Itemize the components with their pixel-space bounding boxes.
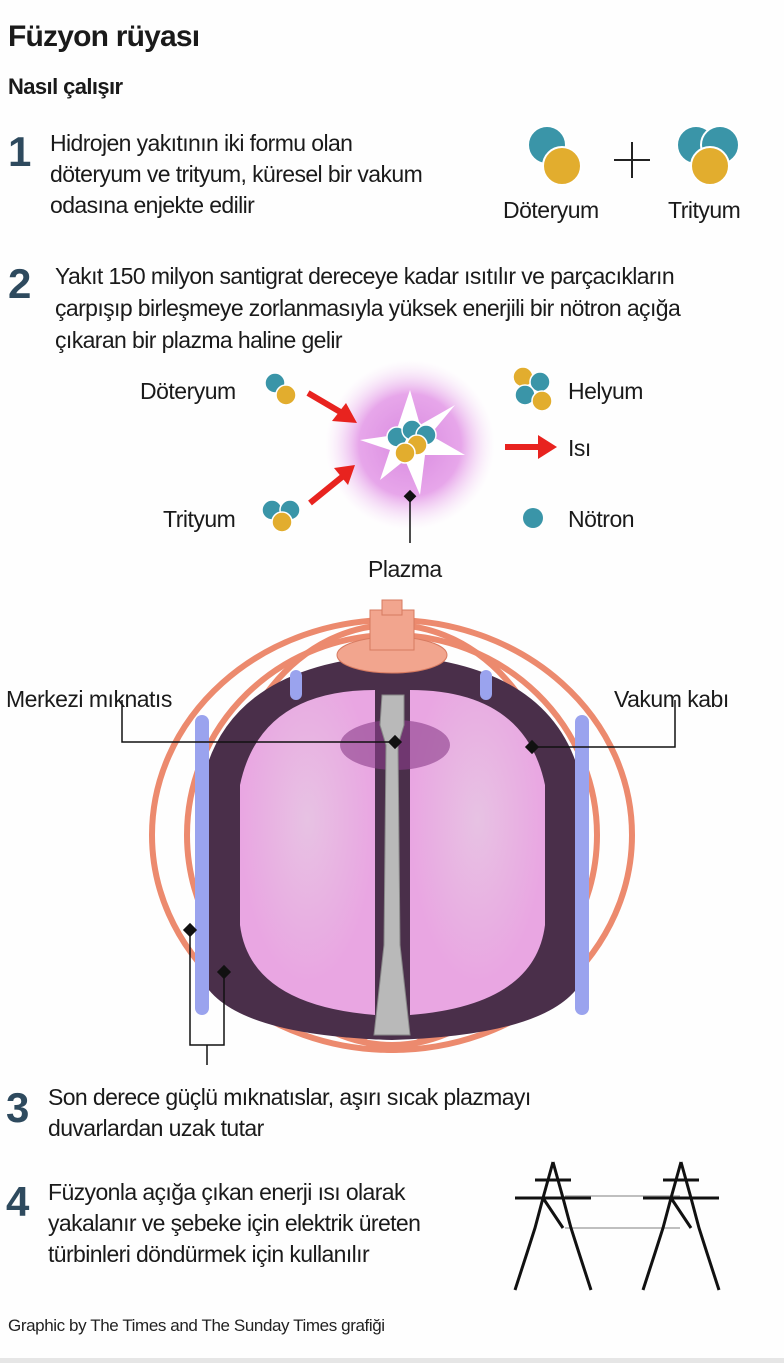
step-text-line: çarpışıp birleşmeye zorlanmasıyla yüksek… bbox=[55, 295, 681, 321]
step-1-text: Hidrojen yakıtının iki formu olan dötery… bbox=[50, 128, 423, 221]
plasma-pointer-marker bbox=[403, 489, 417, 503]
step-3-text: Son derece güçlü mıknatıslar, aşırı sıca… bbox=[48, 1082, 531, 1144]
step-text-line: Füzyonla açığa çıkan enerji ısı olarak bbox=[48, 1179, 406, 1205]
fusing-particles-icon bbox=[386, 419, 437, 464]
step-text-line: Yakıt 150 milyon santigrat dereceye kada… bbox=[55, 263, 675, 289]
plasma-label: Plazma bbox=[368, 556, 442, 582]
step-1-number: 1 bbox=[8, 128, 32, 175]
helium-label: Helyum bbox=[568, 378, 643, 404]
tritium-particle-icon bbox=[261, 499, 301, 533]
step-2-text: Yakıt 150 milyon santigrat dereceye kada… bbox=[55, 260, 681, 356]
step-3-number: 3 bbox=[6, 1084, 30, 1131]
plasma-left-half bbox=[240, 690, 375, 1015]
fusion-reaction-diagram bbox=[261, 360, 557, 543]
step-text-line: çıkaran bir plazma haline gelir bbox=[55, 327, 343, 353]
step-text-line: döteryum ve trityum, küresel bir vakum bbox=[50, 161, 423, 187]
fuel-atoms-illustration bbox=[527, 125, 740, 186]
pylon-icon bbox=[513, 1161, 593, 1291]
central-magnet bbox=[373, 694, 411, 1036]
footer-credit: Graphic by The Times and The Sunday Time… bbox=[8, 1316, 385, 1335]
neutron-particle-icon bbox=[523, 508, 543, 528]
step-4-number: 4 bbox=[6, 1178, 30, 1225]
step-text-line: türbinleri döndürmek için kullanılır bbox=[48, 1241, 370, 1267]
plus-icon bbox=[614, 142, 650, 178]
deuterium-particle-icon bbox=[264, 372, 297, 406]
step-text-line: odasına enjekte edilir bbox=[50, 192, 255, 218]
deuterium-label: Döteryum bbox=[503, 197, 599, 223]
tritium-atom-icon bbox=[676, 125, 740, 186]
power-pylons-icon bbox=[513, 1160, 721, 1292]
top-coil-cap bbox=[336, 599, 448, 674]
step-4-text: Füzyonla açığa çıkan enerji ısı olarak y… bbox=[48, 1177, 421, 1270]
central-magnet-callout-line bbox=[121, 700, 395, 743]
page-title: Füzyon rüyası bbox=[8, 20, 200, 53]
central-magnet-label: Merkezi mıknatıs bbox=[6, 686, 172, 712]
neutron-label: Nötron bbox=[568, 506, 635, 532]
heat-label: Isı bbox=[568, 435, 591, 461]
page-subtitle: Nasıl çalışır bbox=[8, 74, 123, 99]
step-text-line: Hidrojen yakıtının iki formu olan bbox=[50, 130, 353, 156]
deuterium-atom-icon bbox=[527, 125, 582, 186]
helium-particle-icon bbox=[512, 366, 553, 412]
tritium-arrow-icon bbox=[308, 474, 344, 506]
step-2-number: 2 bbox=[8, 260, 32, 307]
reaction-deuterium-label: Döteryum bbox=[140, 378, 236, 404]
side-coils bbox=[195, 670, 589, 1015]
bottom-divider bbox=[0, 1358, 784, 1363]
step-text-line: yakalanır ve şebeke için elektrik üreten bbox=[48, 1210, 421, 1236]
plasma-right-half bbox=[410, 690, 545, 1015]
tokamak-illustration bbox=[121, 599, 676, 1065]
tritium-label: Trityum bbox=[668, 197, 741, 223]
vacuum-vessel-callout-line bbox=[532, 700, 676, 748]
deuterium-arrow-icon bbox=[306, 390, 344, 416]
reaction-tritium-label: Trityum bbox=[163, 506, 236, 532]
step-text-line: duvarlardan uzak tutar bbox=[48, 1115, 264, 1141]
vacuum-vessel-label: Vakum kabı bbox=[614, 686, 729, 712]
step-text-line: Son derece güçlü mıknatıslar, aşırı sıca… bbox=[48, 1084, 531, 1110]
